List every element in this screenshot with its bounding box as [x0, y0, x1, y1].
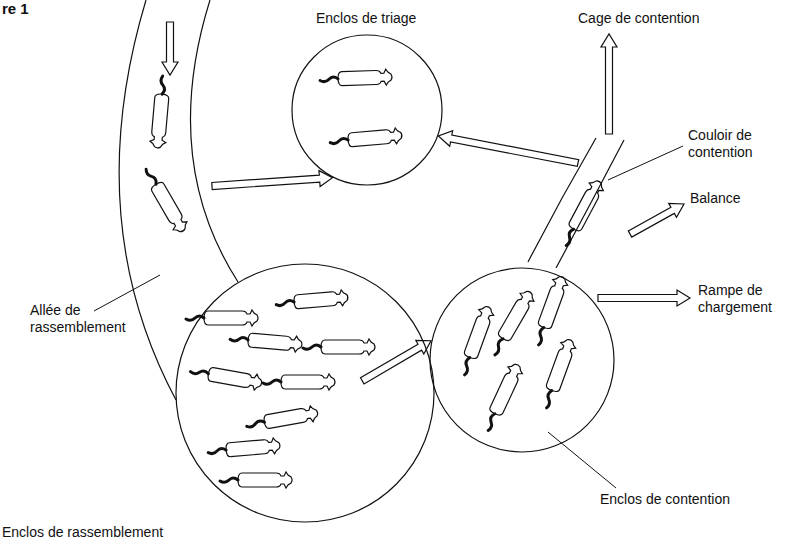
cow — [303, 339, 375, 355]
cow — [220, 472, 292, 488]
pen-label: Couloir de contention — [688, 127, 778, 161]
alley-outline — [520, 130, 630, 275]
pen-circle-line — [292, 35, 442, 185]
pen-circle: Enclos de triage — [291, 34, 443, 186]
cow — [189, 363, 263, 391]
flow-arrow — [212, 171, 333, 190]
pen-outline — [175, 263, 435, 523]
flow-arrow — [628, 203, 684, 237]
flow-arrows — [162, 22, 690, 306]
equipment-label: Rampe de chargement — [698, 282, 790, 316]
leader-lines — [94, 146, 683, 488]
pen-label: Enclos de rassemblement — [2, 524, 163, 541]
alley-wall — [190, 0, 238, 282]
equipment-label: Balance — [690, 190, 741, 207]
cow — [320, 69, 393, 88]
pen-label: Enclos de triage — [316, 10, 416, 27]
alley-outline — [70, 0, 250, 410]
pen-circle-line — [430, 268, 614, 452]
alley-wall — [119, 0, 176, 400]
pen-outline — [291, 34, 443, 186]
cow — [538, 337, 578, 410]
pen-label: Enclos de contention — [600, 491, 730, 508]
leader-line — [94, 275, 160, 311]
pen-circle-line — [176, 264, 434, 522]
cow — [487, 288, 537, 358]
cow — [275, 289, 348, 311]
flow-arrow — [601, 34, 617, 134]
alley-band: Allée de rassemblement — [70, 0, 250, 410]
cow — [229, 330, 302, 352]
flow-arrow — [598, 290, 690, 306]
pen-label: Allée de rassemblement — [30, 302, 130, 336]
flow-connector — [212, 171, 333, 190]
pen-circle: Enclos de rassemblement — [175, 263, 435, 523]
alley-wall — [528, 138, 596, 262]
flow-arrow — [361, 340, 432, 384]
leader-line — [548, 432, 616, 488]
alley-band: Couloir de contention — [520, 130, 630, 275]
figure-number: re 1 — [2, 0, 29, 18]
cow — [329, 127, 402, 149]
equipment-label: Cage de contention — [578, 10, 699, 27]
cow — [263, 374, 335, 390]
cow — [245, 405, 319, 433]
cow — [207, 437, 280, 459]
alley-wall — [556, 140, 624, 268]
cow — [456, 304, 496, 377]
flow-connector — [438, 131, 578, 167]
pen-circle: Enclos de contention — [429, 267, 615, 453]
cow — [149, 75, 171, 148]
leader-line — [608, 146, 683, 180]
flow-connector — [361, 340, 432, 384]
cow — [530, 274, 570, 347]
cow-figures — [140, 69, 606, 488]
pen-outline — [429, 267, 615, 453]
flow-arrow — [438, 131, 578, 167]
flow-arrow — [162, 22, 178, 75]
cow — [140, 165, 190, 235]
cow — [480, 361, 525, 433]
